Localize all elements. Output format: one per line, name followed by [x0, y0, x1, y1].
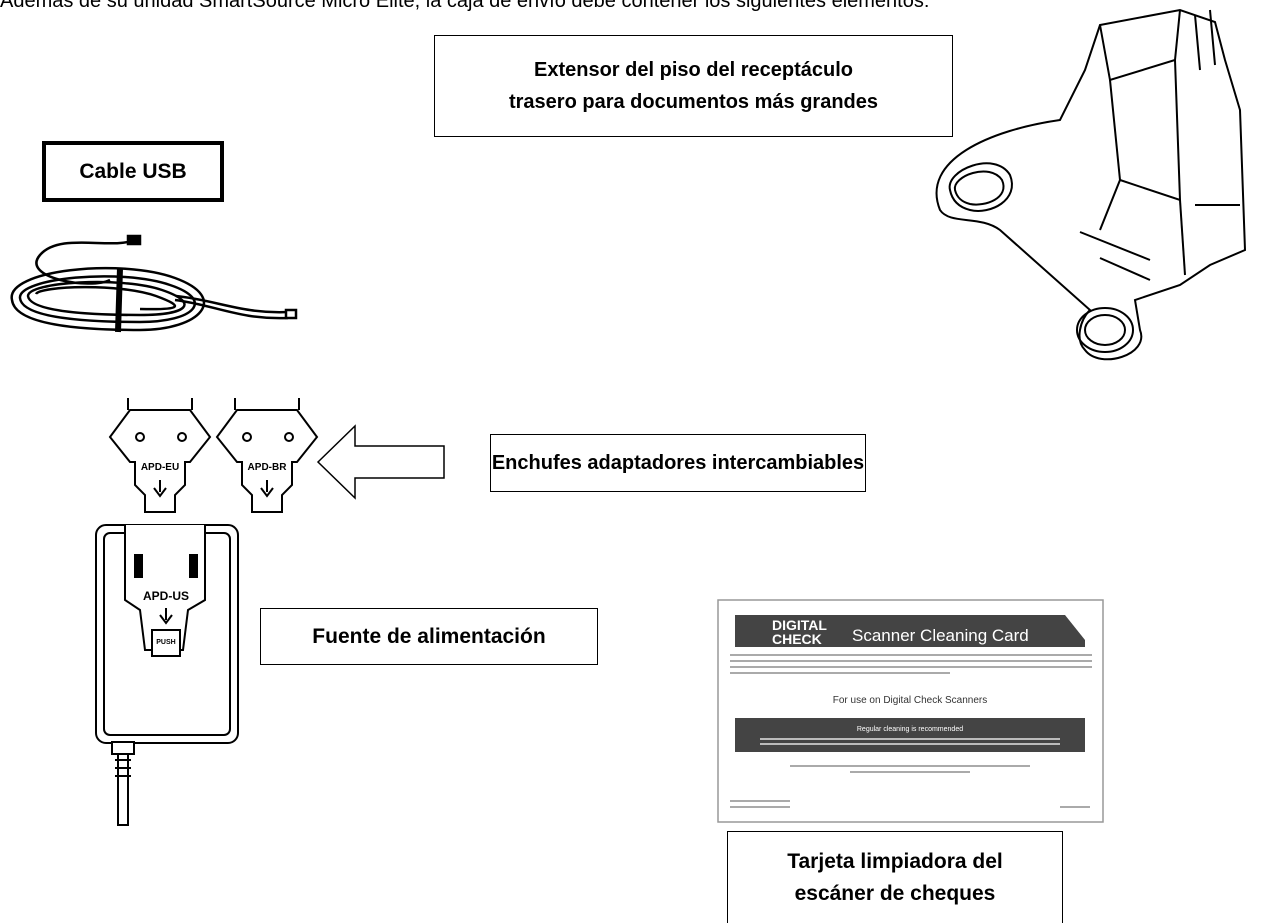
label-power: Fuente de alimentación: [260, 608, 598, 665]
label-adapters: Enchufes adaptadores intercambiables: [490, 434, 866, 492]
intro-text: Además de su unidad SmartSource Micro El…: [0, 0, 930, 12]
label-extender: Extensor del piso del receptáculo traser…: [434, 35, 953, 137]
label-extender-line2: trasero para documentos más grandes: [508, 91, 878, 113]
adapter-eu-icon: [108, 398, 212, 513]
left-arrow-icon: [316, 424, 445, 500]
label-card-line2: escáner de cheques: [794, 881, 996, 905]
card-brand-top: DIGITAL: [772, 617, 827, 633]
adapter-br-icon: [215, 398, 319, 513]
card-brand-bottom: CHECK: [772, 631, 822, 647]
adapter-br-label: APD-BR: [248, 462, 288, 473]
adapter-us-label: APD-US: [143, 589, 189, 603]
adapter-eu-label: APD-EU: [141, 462, 179, 473]
cleaning-card-icon: [717, 599, 1104, 823]
power-supply-icon: [95, 524, 239, 826]
card-banner: Regular cleaning is recommended: [857, 726, 963, 733]
push-label: PUSH: [156, 639, 175, 646]
extender-icon: [935, 8, 1247, 361]
label-usb: Cable USB: [42, 141, 224, 202]
label-card: Tarjeta limpiadora del escáner de cheque…: [727, 831, 1063, 923]
usb-cable-icon: [10, 234, 298, 333]
label-extender-line1: Extensor del piso del receptáculo: [534, 59, 853, 81]
card-subtitle: For use on Digital Check Scanners: [833, 695, 988, 706]
card-title: Scanner Cleaning Card: [852, 626, 1029, 645]
label-card-line1: Tarjeta limpiadora del: [787, 849, 1003, 873]
